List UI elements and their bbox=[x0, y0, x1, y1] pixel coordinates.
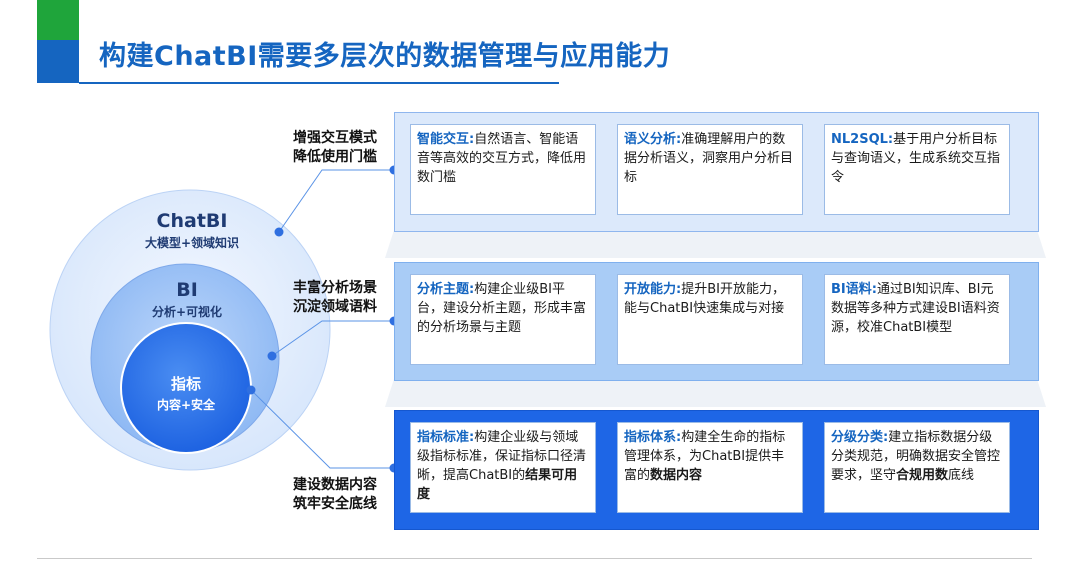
card-heading: 分析主题: bbox=[417, 282, 475, 297]
band-2-shade bbox=[385, 379, 1046, 407]
side-label-line: 丰富分析场景 bbox=[293, 280, 377, 296]
card-bold-text: 合规用数 bbox=[896, 468, 949, 483]
connector-line-2 bbox=[271, 320, 394, 357]
card-metric-system: 指标体系:构建全生命的指标管理体系，为ChatBI提供丰富的数据内容 bbox=[617, 422, 803, 513]
card-tail-text: 底线 bbox=[948, 468, 975, 483]
chatbi-circle-label: ChatBI 大模型+领域知识 bbox=[145, 210, 239, 251]
card-text: 准确理解用户的数据分析语义，洞察用户分析目标 bbox=[624, 132, 794, 185]
card-heading: 智能交互: bbox=[417, 132, 475, 147]
page-title: 构建ChatBI需要多层次的数据管理与应用能力 bbox=[99, 41, 671, 72]
bi-circle-label: BI 分析+可视化 bbox=[152, 279, 222, 320]
card-heading: BI语料: bbox=[831, 282, 877, 297]
corner-blue-block bbox=[37, 40, 79, 83]
metrics-title: 指标 bbox=[170, 375, 201, 393]
side-label-line: 建设数据内容 bbox=[293, 477, 377, 493]
side-label-data: 建设数据内容 筑牢安全底线 bbox=[293, 476, 377, 514]
card-metric-standard: 指标标准:构建企业级与领域级指标标准，保证指标口径清晰，提高ChatBI的结果可… bbox=[410, 422, 596, 513]
bi-subtitle: 分析+可视化 bbox=[151, 305, 223, 319]
card-text: 构建企业级BI平台，建设分析主题，形成丰富的分析场景与主题 bbox=[417, 282, 587, 335]
card-heading: NL2SQL: bbox=[831, 132, 894, 147]
card-text: 通过BI知识库、BI元数据等多种方式建设BI语料资源，校准ChatBI模型 bbox=[831, 282, 1000, 335]
band-analysis-layer: 分析主题:构建企业级BI平台，建设分析主题，形成丰富的分析场景与主题 开放能力:… bbox=[394, 262, 1039, 381]
footer-divider bbox=[37, 558, 1032, 559]
connector-dot-3 bbox=[246, 385, 256, 395]
card-text: 基于用户分析目标与查询语义，生成系统交互指令 bbox=[831, 132, 1001, 185]
card-bi-corpus: BI语料:通过BI知识库、BI元数据等多种方式建设BI语料资源，校准ChatBI… bbox=[824, 274, 1010, 365]
card-heading: 开放能力: bbox=[624, 282, 682, 297]
connector-dot-1 bbox=[274, 227, 284, 237]
band-1-shade bbox=[385, 230, 1046, 258]
side-label-line: 降低使用门槛 bbox=[293, 149, 377, 165]
card-smart-interaction: 智能交互:自然语言、智能语音等高效的交互方式，降低用数门槛 bbox=[410, 124, 596, 215]
band-data-layer: 指标标准:构建企业级与领域级指标标准，保证指标口径清晰，提高ChatBI的结果可… bbox=[394, 410, 1039, 530]
card-text: 提升BI开放能力，能与ChatBI快速集成与对接 bbox=[624, 282, 785, 316]
band-interaction-layer: 智能交互:自然语言、智能语音等高效的交互方式，降低用数门槛 语义分析:准确理解用… bbox=[394, 112, 1039, 232]
card-bold-text: 结果可用度 bbox=[417, 468, 578, 502]
connector-dot-2 bbox=[267, 351, 277, 361]
card-heading: 指标体系: bbox=[624, 430, 682, 445]
side-label-line: 筑牢安全底线 bbox=[293, 496, 377, 512]
card-heading: 语义分析: bbox=[624, 132, 682, 147]
corner-green-block bbox=[37, 0, 79, 40]
metrics-circle-label: 指标 内容+安全 bbox=[157, 373, 215, 413]
card-semantic-analysis: 语义分析:准确理解用户的数据分析语义，洞察用户分析目标 bbox=[617, 124, 803, 215]
card-bold-text: 数据内容 bbox=[650, 468, 703, 483]
side-label-line: 增强交互模式 bbox=[293, 130, 377, 146]
chatbi-subtitle: 大模型+领域知识 bbox=[144, 236, 240, 250]
card-text: 建立指标数据分级分类规范，明确数据安全管控要求，坚守 bbox=[831, 430, 1001, 483]
card-text: 构建全生命的指标管理体系，为ChatBI提供丰富的 bbox=[624, 430, 786, 483]
metrics-subtitle: 内容+安全 bbox=[156, 398, 216, 412]
card-heading: 指标标准: bbox=[417, 430, 475, 445]
bi-title: BI bbox=[176, 279, 198, 301]
connector-line-1 bbox=[278, 169, 394, 233]
title-underline bbox=[79, 82, 559, 84]
card-heading: 分级分类: bbox=[831, 430, 889, 445]
card-text: 自然语言、智能语音等高效的交互方式，降低用数门槛 bbox=[417, 132, 587, 185]
side-label-interaction: 增强交互模式 降低使用门槛 bbox=[293, 129, 377, 167]
card-nl2sql: NL2SQL:基于用户分析目标与查询语义，生成系统交互指令 bbox=[824, 124, 1010, 215]
side-label-analysis: 丰富分析场景 沉淀领域语料 bbox=[293, 279, 377, 317]
card-open-capability: 开放能力:提升BI开放能力，能与ChatBI快速集成与对接 bbox=[617, 274, 803, 365]
card-analysis-topics: 分析主题:构建企业级BI平台，建设分析主题，形成丰富的分析场景与主题 bbox=[410, 274, 596, 365]
card-classification: 分级分类:建立指标数据分级分类规范，明确数据安全管控要求，坚守合规用数底线 bbox=[824, 422, 1010, 513]
side-label-line: 沉淀领域语料 bbox=[293, 299, 377, 315]
card-text: 构建企业级与领域级指标标准，保证指标口径清晰，提高ChatBI的 bbox=[417, 430, 587, 483]
connector-line-3 bbox=[250, 389, 394, 469]
chatbi-title: ChatBI bbox=[156, 210, 228, 232]
